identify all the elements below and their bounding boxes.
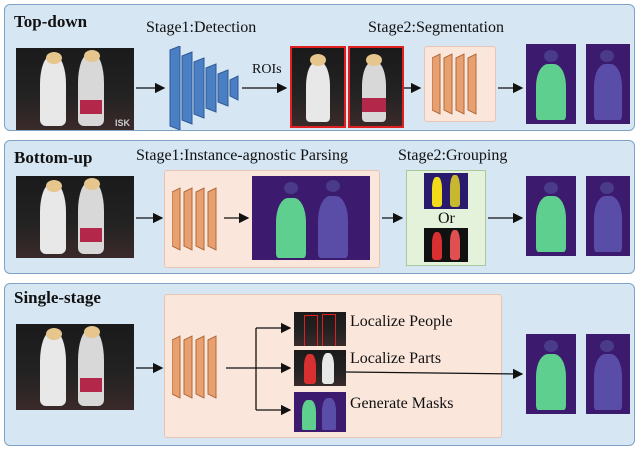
arrow-single-to-masks (345, 368, 524, 380)
single-stage-network (172, 335, 217, 399)
grouping-yellow-map (424, 173, 468, 209)
output-mask-person-2-bottom (586, 176, 630, 256)
input-photo-single-stage (16, 324, 134, 410)
bottom-up-title: Bottom-up (14, 148, 93, 167)
output-mask-person-2-single (586, 334, 630, 414)
instance-agnostic-parsing-label: Stage1:Instance-agnostic Parsing (136, 147, 348, 164)
output-mask-person-1-bottom (526, 176, 576, 256)
localize-parts-label: Localize Parts (350, 350, 442, 367)
localize-people-label: Localize People (350, 313, 453, 330)
output-mask-person-1-single (526, 334, 576, 414)
generate-masks-label: Generate Masks (350, 395, 454, 412)
grouping-or-label: Or (438, 210, 455, 227)
top-down-title: Top-down (14, 12, 88, 31)
detection-stage-label: Stage1:Detection (146, 19, 257, 36)
segmentation-stage-label: Stage2:Segmentation (368, 19, 504, 36)
rois-label: ROIs (252, 62, 282, 77)
roi-crop-1 (290, 46, 346, 128)
instance-agnostic-parsing-map (252, 176, 370, 260)
segmentation-network (432, 53, 477, 115)
detector-network (169, 46, 239, 130)
roi-crop-2 (348, 46, 404, 128)
photo-watermark: ISK (114, 118, 130, 128)
output-mask-person-1-top (526, 44, 576, 124)
localize-people-thumb (294, 312, 346, 346)
grouping-stage-label: Stage2:Grouping (398, 147, 508, 164)
generate-masks-thumb (294, 392, 346, 432)
parsing-network (172, 187, 217, 251)
grouping-keypoint-map (424, 228, 468, 262)
output-mask-person-2-top (586, 44, 630, 124)
localize-parts-thumb (294, 350, 346, 386)
single-stage-title: Single-stage (14, 288, 101, 307)
input-photo-bottom-up (16, 176, 134, 258)
input-photo-top-down: ISK (16, 48, 134, 130)
